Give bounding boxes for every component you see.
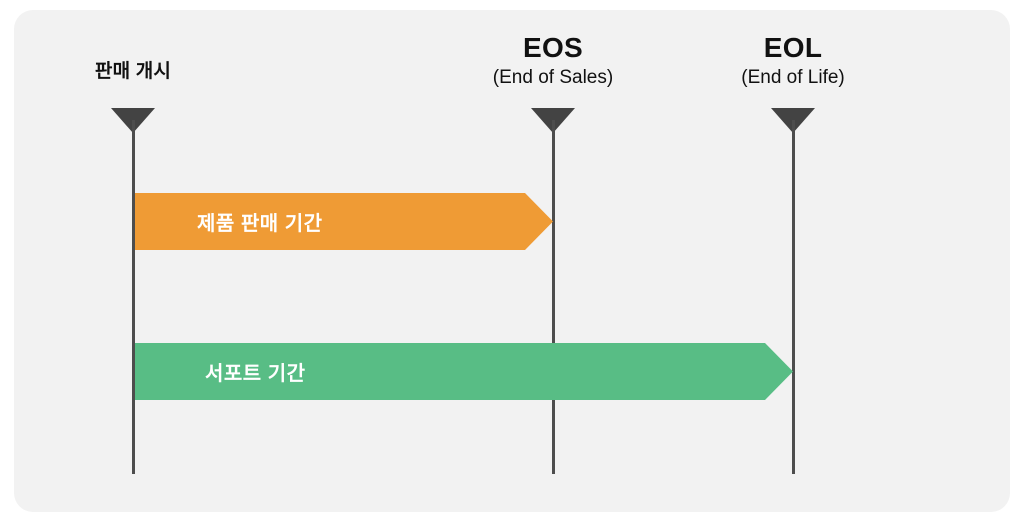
period-bar-product-sales: 제품 판매 기간	[135, 193, 553, 250]
milestone-eos-labels: EOS (End of Sales)	[353, 32, 753, 89]
arrow-right-shape-product-sales	[135, 193, 553, 250]
timeline-axis-line-eos	[552, 120, 555, 474]
period-bar-support-label: 서포트 기간	[205, 363, 306, 385]
timeline-axis-line-eol	[792, 120, 795, 474]
milestone-eol-labels: EOL (End of Life)	[593, 32, 993, 89]
milestone-eos-subtitle: (End of Sales)	[492, 66, 614, 88]
milestone-eos-title: EOS	[522, 32, 584, 63]
milestone-sales-start-labels: 판매 개시	[0, 61, 333, 83]
milestone-eol-title: EOL	[763, 32, 823, 63]
period-bar-product-sales-label: 제품 판매 기간	[197, 213, 323, 235]
arrow-right-shape-support	[135, 343, 793, 400]
milestone-eol-subtitle: (End of Life)	[741, 66, 845, 88]
diagram-card-background	[14, 10, 1010, 512]
period-bar-support: 서포트 기간	[135, 343, 793, 400]
timeline-axis-line-sales-start	[132, 120, 135, 474]
milestone-sales-start-title: 판매 개시	[94, 61, 172, 82]
